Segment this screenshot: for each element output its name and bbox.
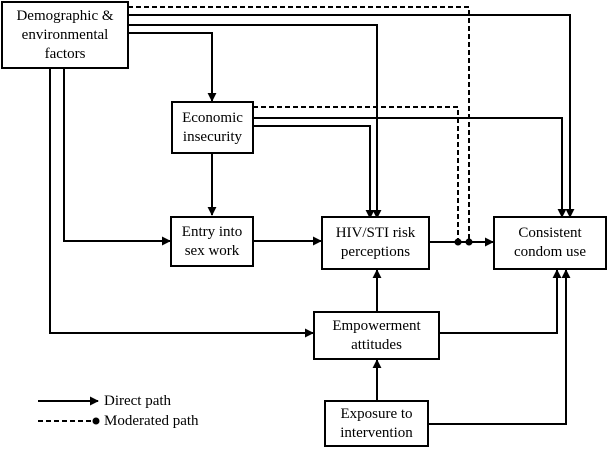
- edge-moderated-economic: [253, 106, 459, 241]
- moderation-dot-demographic: [465, 238, 473, 246]
- edge-demographic-risk: [128, 24, 382, 219]
- node-economic-insecurity: Economic insecurity: [171, 101, 254, 154]
- edge-demographic-condom: [128, 14, 575, 218]
- node-demographic-factors: Demographic & environmental factors: [1, 1, 129, 69]
- node-condom-use: Consistent condom use: [493, 216, 607, 270]
- node-exposure-to-intervention: Exposure to intervention: [324, 400, 429, 447]
- edge-moderated-demographic: [128, 6, 470, 241]
- edge-economic-risk: [253, 125, 375, 219]
- edge-economic-condom: [253, 117, 567, 218]
- moderation-dot-economic: [454, 238, 462, 246]
- edge-exposure-condom: [428, 269, 571, 425]
- legend-moderated-dot: [92, 417, 100, 425]
- legend-direct-label: Direct path: [104, 393, 172, 409]
- node-entry-into-sex-work: Entry into sex work: [170, 216, 254, 267]
- edge-empowerment-condom: [439, 269, 562, 334]
- edge-demographic-economic: [128, 32, 217, 102]
- edge-demographic-entry: [63, 69, 171, 246]
- legend-moderated-label: Moderated path: [104, 413, 199, 429]
- edge-demographic-empowerment: [49, 69, 314, 338]
- node-risk-perceptions: HIV/STI risk perceptions: [321, 216, 430, 270]
- node-empowerment-attitudes: Empowerment attitudes: [313, 311, 440, 360]
